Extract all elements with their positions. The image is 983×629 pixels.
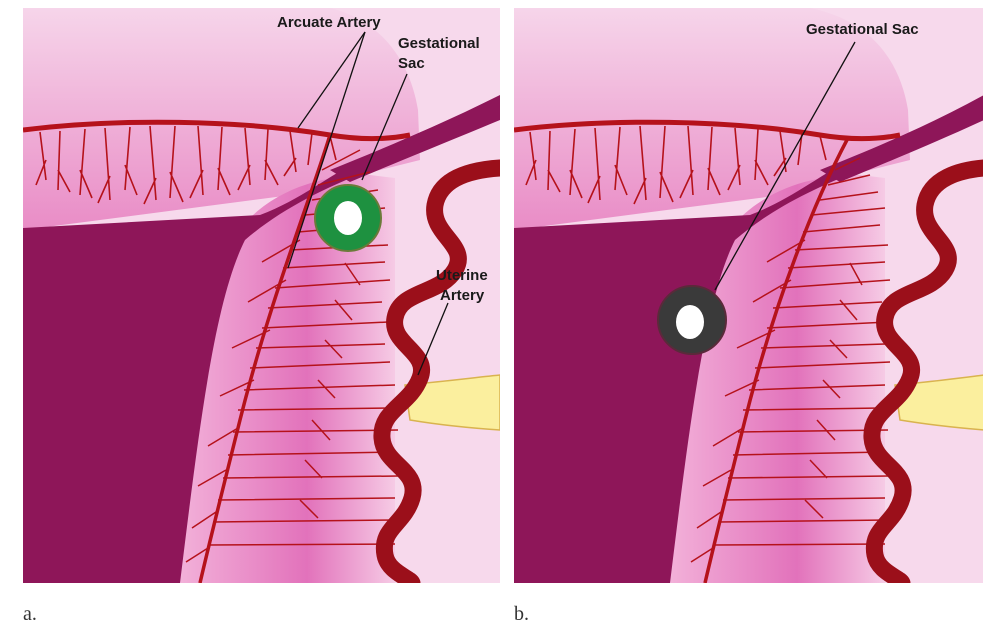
label-gestational-sac-line1: Gestational bbox=[398, 35, 480, 52]
label-uterine-artery-line2: Artery bbox=[440, 287, 485, 304]
panel-b: Gestational Sac bbox=[514, 8, 983, 583]
label-gestational-sac-b: Gestational Sac bbox=[806, 21, 919, 38]
label-arcuate-artery: Arcuate Artery bbox=[277, 14, 381, 31]
gestational-sac-b-lumen bbox=[676, 305, 704, 339]
panel-letter-a: a. bbox=[23, 603, 37, 625]
label-uterine-artery-line1: Uterine bbox=[436, 267, 488, 284]
panel-letter-b: b. bbox=[514, 603, 529, 625]
gestational-sac-a-lumen bbox=[334, 201, 362, 235]
label-gestational-sac-line2: Sac bbox=[398, 55, 425, 72]
panel-a: Arcuate Artery Gestational Sac Uterine A… bbox=[23, 8, 500, 583]
